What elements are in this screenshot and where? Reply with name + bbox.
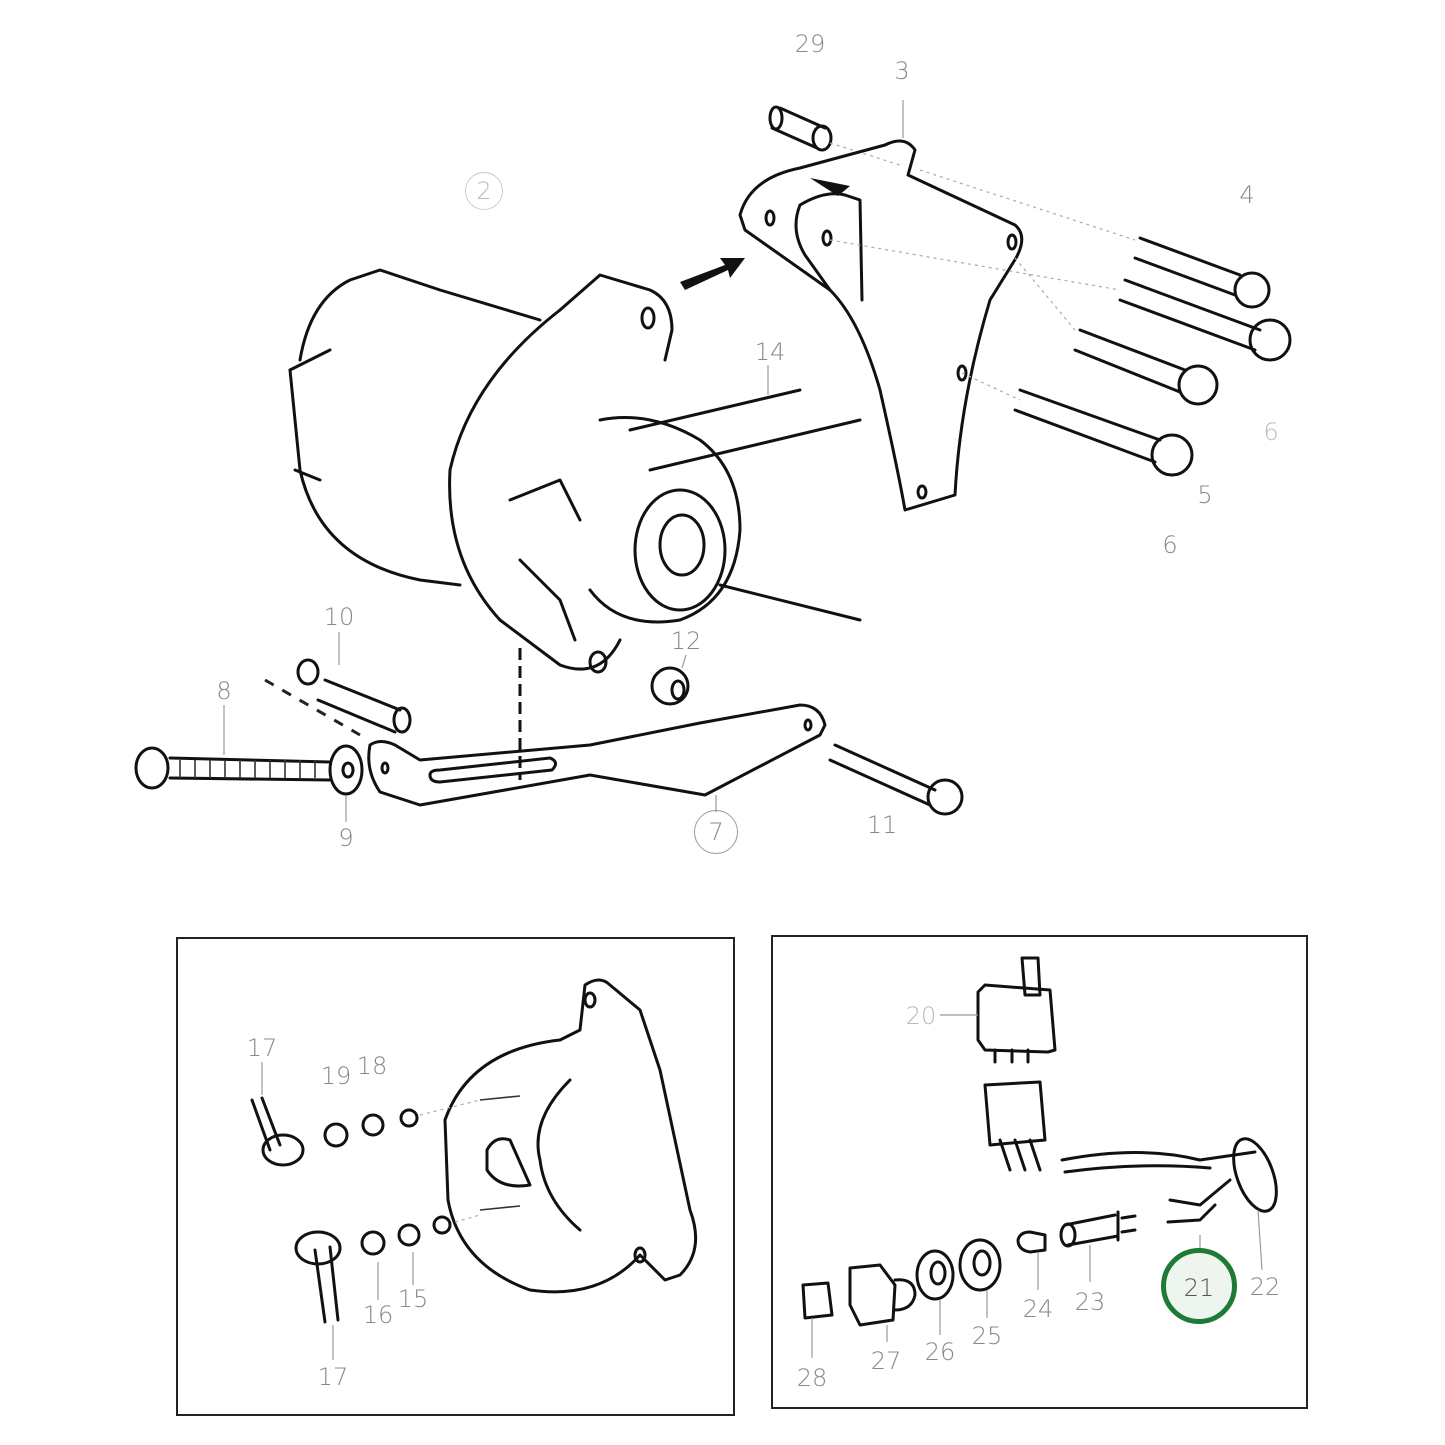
part-label-9[interactable]: 9 xyxy=(338,824,354,852)
part-label-29[interactable]: 29 xyxy=(794,30,826,58)
part-label-6-faint[interactable]: 6 xyxy=(1263,418,1279,446)
part-label-7[interactable]: 7 xyxy=(708,818,724,846)
part-label-15[interactable]: 15 xyxy=(397,1285,429,1313)
terminal-hardware-icon xyxy=(250,1062,481,1360)
part-label-8[interactable]: 8 xyxy=(216,677,232,705)
part-label-5[interactable]: 5 xyxy=(1197,481,1213,509)
part-label-26[interactable]: 26 xyxy=(924,1338,956,1366)
grommet-22-icon xyxy=(1232,1137,1278,1271)
part-label-16[interactable]: 16 xyxy=(362,1301,394,1329)
part-label-2[interactable]: 2 xyxy=(476,177,492,205)
switch-27-icon xyxy=(848,1263,917,1342)
part-label-3[interactable]: 3 xyxy=(894,57,910,85)
bolt-11-icon xyxy=(828,743,964,816)
cap-28-icon xyxy=(801,1281,834,1358)
adjusting-bracket-7-icon xyxy=(367,648,827,812)
part-label-14[interactable]: 14 xyxy=(754,338,786,366)
part-label-10[interactable]: 10 xyxy=(323,603,355,631)
part-label-22[interactable]: 22 xyxy=(1249,1273,1281,1301)
part-label-28[interactable]: 28 xyxy=(796,1364,828,1392)
part-label-6[interactable]: 6 xyxy=(1162,531,1178,559)
washers-25-26-icon xyxy=(915,1238,1002,1335)
part-label-25[interactable]: 25 xyxy=(971,1322,1003,1350)
part-label-4[interactable]: 4 xyxy=(1239,181,1255,209)
bolt-8-icon xyxy=(134,705,332,790)
part-label-24[interactable]: 24 xyxy=(1022,1295,1054,1323)
part-label-12[interactable]: 12 xyxy=(670,627,702,655)
relay-socket-icon xyxy=(983,1080,1257,1174)
part-label-17-bottom[interactable]: 17 xyxy=(317,1363,349,1391)
part-label-20[interactable]: 20 xyxy=(905,1002,937,1030)
washer-9-icon xyxy=(328,744,364,822)
inset-panel-warning-light xyxy=(771,935,1308,1409)
part-label-27[interactable]: 27 xyxy=(870,1347,902,1375)
circled-label-7-ring xyxy=(694,810,738,854)
circled-label-2-ring xyxy=(465,172,503,210)
spacer-29-icon xyxy=(768,105,901,166)
mounting-bracket-3-icon xyxy=(738,100,1024,512)
nut-12-icon xyxy=(650,654,690,706)
inset-panel-terminals xyxy=(176,937,735,1416)
alternator-2-icon xyxy=(288,268,862,674)
direction-arrow-icon xyxy=(680,258,745,290)
bolt-10-icon xyxy=(264,632,412,737)
part-label-18[interactable]: 18 xyxy=(356,1052,388,1080)
part-label-23[interactable]: 23 xyxy=(1074,1288,1106,1316)
terminal-housing-icon xyxy=(443,978,698,1294)
bulb-24-icon xyxy=(1016,1230,1047,1290)
part-label-17-top[interactable]: 17 xyxy=(246,1034,278,1062)
bolts-4-5-6-icon xyxy=(829,169,1292,477)
highlight-ring-21[interactable] xyxy=(1161,1248,1237,1324)
lamp-holder-23-icon xyxy=(1059,1210,1137,1282)
part-label-21[interactable]: 21 xyxy=(1183,1274,1215,1302)
part-label-19[interactable]: 19 xyxy=(320,1062,352,1090)
relay-20-icon xyxy=(940,956,1057,1064)
part-label-11[interactable]: 11 xyxy=(866,811,898,839)
